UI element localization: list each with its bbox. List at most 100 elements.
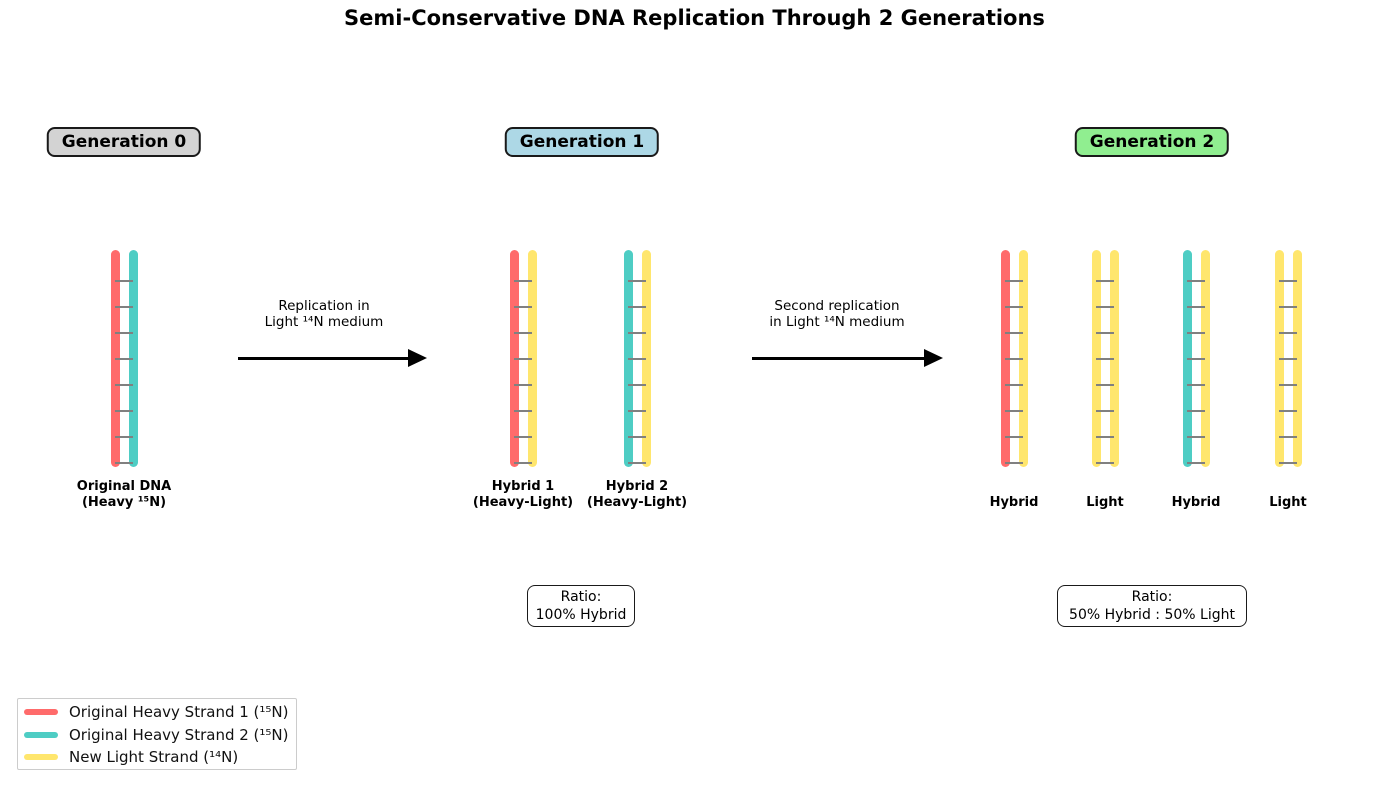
light-strand (527, 250, 537, 467)
base-pair-rung (1096, 280, 1114, 282)
molecule-label-line: Hybrid (1171, 495, 1221, 510)
molecule-label-line: Hybrid 2 (605, 479, 669, 494)
light-strand (1018, 250, 1028, 467)
arrow-label-line: Second replication (774, 298, 900, 314)
generation-0-label: Generation 0 (46, 127, 202, 157)
ratio-box-generation-1: Ratio: 100% Hybrid (527, 585, 635, 627)
molecule-label-line: Original DNA (76, 479, 172, 494)
base-pair-rung (1279, 332, 1297, 334)
base-pair-rung (1279, 410, 1297, 412)
dna-molecule: Hybrid 1(Heavy-Light) (453, 250, 593, 520)
heavy-strand-1-swatch (24, 709, 58, 716)
molecule-label: Hybrid (944, 495, 1084, 511)
replication-arrow-head (924, 349, 943, 367)
legend-item: New Light Strand (¹⁴N) (24, 746, 296, 769)
dna-molecule: Light (1218, 250, 1358, 520)
base-pair-rung (1279, 384, 1297, 386)
molecule-label-line: Hybrid 1 (491, 479, 555, 494)
light-strand (1200, 250, 1210, 467)
molecule-label-line: (Heavy-Light) (472, 495, 574, 510)
base-pair-rung (1187, 306, 1205, 308)
molecule-label: Original DNA(Heavy ¹⁵N) (54, 479, 194, 511)
dna-molecule: Original DNA(Heavy ¹⁵N) (54, 250, 194, 520)
base-pair-rung (628, 280, 646, 282)
base-pair-rung (1187, 462, 1205, 464)
base-pair-rung (514, 462, 532, 464)
ratio-box-generation-2: Ratio: 50% Hybrid : 50% Light (1057, 585, 1247, 627)
legend-item: Original Heavy Strand 1 (¹⁵N) (24, 701, 296, 724)
replication-arrow-line (238, 356, 411, 360)
molecule-label: Light (1035, 495, 1175, 511)
generation-2-label: Generation 2 (1074, 127, 1230, 157)
base-pair-rung (115, 462, 133, 464)
base-pair-rung (628, 410, 646, 412)
molecule-label-line: (Heavy-Light) (586, 495, 688, 510)
molecule-label-line: (Heavy ¹⁵N) (81, 495, 167, 510)
ratio-title: Ratio: (560, 589, 602, 605)
molecule-label: Hybrid (1126, 495, 1266, 511)
base-pair-rung (1187, 410, 1205, 412)
arrow-label-line: Light ¹⁴N medium (264, 314, 384, 330)
base-pair-rung (115, 358, 133, 360)
legend-item-label: Original Heavy Strand 1 (¹⁵N) (69, 703, 289, 722)
base-pair-rung (514, 436, 532, 438)
base-pair-rung (1005, 436, 1023, 438)
light-strand-swatch (24, 754, 58, 761)
light-strand (1109, 250, 1119, 467)
base-pair-rung (514, 358, 532, 360)
base-pair-rung (115, 384, 133, 386)
base-pair-rung (115, 306, 133, 308)
ratio-value: 50% Hybrid : 50% Light (1069, 607, 1235, 623)
heavy2-strand (128, 250, 138, 467)
base-pair-rung (1279, 280, 1297, 282)
replication-arrow-head (408, 349, 427, 367)
generation-1-label: Generation 1 (504, 127, 660, 157)
base-pair-rung (628, 358, 646, 360)
base-pair-rung (1279, 462, 1297, 464)
base-pair-rung (1187, 280, 1205, 282)
light-strand (641, 250, 651, 467)
base-pair-rung (1005, 462, 1023, 464)
ratio-value: 100% Hybrid (535, 607, 627, 623)
base-pair-rung (1005, 280, 1023, 282)
base-pair-rung (1005, 410, 1023, 412)
dna-molecule: Light (1035, 250, 1175, 520)
molecule-label: Light (1218, 495, 1358, 511)
molecule-label-line: Hybrid (989, 495, 1039, 510)
base-pair-rung (1096, 384, 1114, 386)
base-pair-rung (1096, 462, 1114, 464)
molecule-label: Hybrid 1(Heavy-Light) (453, 479, 593, 511)
base-pair-rung (514, 384, 532, 386)
heavy-strand-2-swatch (24, 731, 58, 738)
base-pair-rung (115, 332, 133, 334)
base-pair-rung (115, 410, 133, 412)
base-pair-rung (514, 306, 532, 308)
arrow-label-line: Replication in (278, 298, 370, 314)
molecule-label-line: Light (1086, 495, 1124, 510)
ratio-title: Ratio: (1131, 589, 1173, 605)
base-pair-rung (514, 410, 532, 412)
base-pair-rung (1096, 332, 1114, 334)
base-pair-rung (1005, 306, 1023, 308)
legend: Original Heavy Strand 1 (¹⁵N) Original H… (17, 698, 297, 770)
legend-item: Original Heavy Strand 2 (¹⁵N) (24, 724, 296, 747)
base-pair-rung (514, 332, 532, 334)
figure-title: Semi-Conservative DNA Replication Throug… (344, 6, 1045, 30)
dna-molecule: Hybrid (944, 250, 1084, 520)
replication-arrow-line (752, 356, 927, 360)
dna-molecule: Hybrid (1126, 250, 1266, 520)
base-pair-rung (628, 306, 646, 308)
base-pair-rung (1187, 332, 1205, 334)
base-pair-rung (1005, 384, 1023, 386)
base-pair-rung (1279, 358, 1297, 360)
legend-item-label: New Light Strand (¹⁴N) (69, 748, 239, 767)
arrow-label-line: in Light ¹⁴N medium (769, 314, 905, 330)
light-strand (1292, 250, 1302, 467)
base-pair-rung (1279, 306, 1297, 308)
base-pair-rung (1187, 358, 1205, 360)
base-pair-rung (1096, 410, 1114, 412)
base-pair-rung (1005, 358, 1023, 360)
molecule-label-line: Light (1269, 495, 1307, 510)
